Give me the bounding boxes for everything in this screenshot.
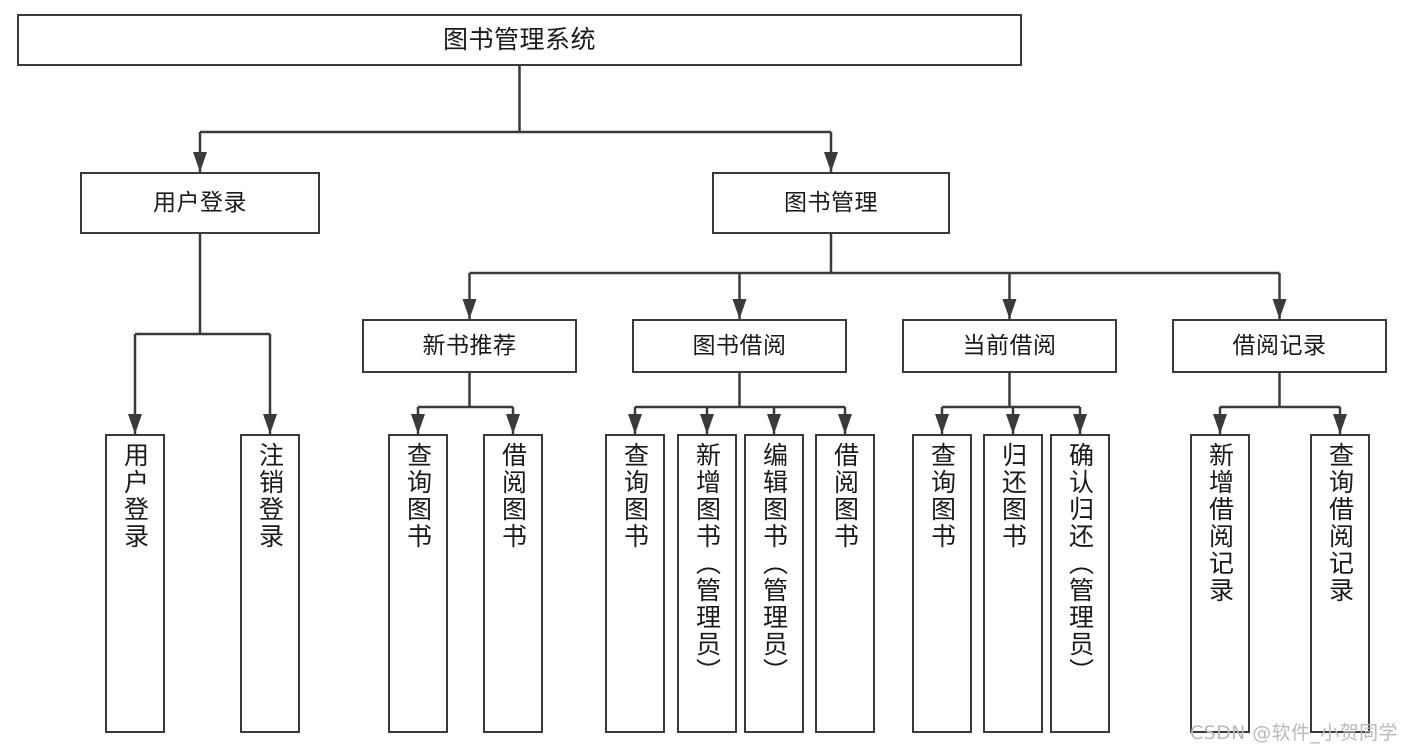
node-leaf-new-2[interactable]: 借阅图书 [483, 434, 543, 733]
arrowhead [1073, 414, 1087, 434]
node-label: 借阅记录 [1232, 332, 1327, 359]
node-label: 图书借阅 [692, 332, 787, 359]
node-leaf-new-1[interactable]: 查询图书 [388, 434, 448, 733]
node-bookmgmt[interactable]: 图书管理 [712, 172, 950, 234]
node-leaf-login-1[interactable]: 用户登录 [105, 434, 165, 733]
node-label: 用户登录 [120, 442, 150, 550]
node-leaf-borrow-4[interactable]: 借阅图书 [815, 434, 875, 733]
node-leaf-borrow-2[interactable]: 新增图书（管理员） [677, 434, 737, 733]
node-label: 用户登录 [153, 189, 247, 216]
node-label: 确认归还（管理员） [1065, 442, 1095, 685]
arrowhead [263, 414, 277, 434]
node-leaf-rec-1[interactable]: 新增借阅记录 [1190, 434, 1250, 733]
node-borrow[interactable]: 图书借阅 [632, 319, 847, 373]
node-label: 注销登录 [255, 442, 285, 550]
node-leaf-rec-2[interactable]: 查询借阅记录 [1310, 434, 1370, 733]
node-login[interactable]: 用户登录 [80, 172, 320, 234]
node-records[interactable]: 借阅记录 [1172, 319, 1387, 373]
node-leaf-borrow-1[interactable]: 查询图书 [605, 434, 665, 733]
node-label: 图书管理 [784, 189, 878, 216]
node-label: 查询图书 [927, 442, 957, 550]
node-leaf-cur-3[interactable]: 确认归还（管理员） [1050, 434, 1110, 733]
node-leaf-login-2[interactable]: 注销登录 [240, 434, 300, 733]
node-label: 新书推荐 [422, 332, 517, 359]
node-leaf-cur-2[interactable]: 归还图书 [983, 434, 1043, 733]
node-leaf-cur-1[interactable]: 查询图书 [912, 434, 972, 733]
csdn-watermark: CSDN @软件_小贺同学 [1190, 722, 1398, 744]
arrowhead [1213, 414, 1227, 434]
arrowhead [462, 299, 477, 319]
arrowhead [128, 414, 142, 434]
arrowhead [824, 152, 838, 172]
node-label: 查询借阅记录 [1325, 442, 1355, 604]
node-newbook[interactable]: 新书推荐 [362, 319, 577, 373]
node-label: 新增图书（管理员） [692, 442, 722, 685]
arrowhead [506, 414, 520, 434]
node-label: 借阅图书 [830, 442, 860, 550]
arrowhead [1002, 299, 1017, 319]
arrowhead [628, 414, 642, 434]
arrowhead [1272, 299, 1287, 319]
node-label: 查询图书 [403, 442, 433, 550]
node-label: 归还图书 [998, 442, 1028, 550]
arrowhead [193, 152, 207, 172]
arrowhead [700, 414, 714, 434]
node-label: 查询图书 [620, 442, 650, 550]
arrowhead [935, 414, 949, 434]
node-label: 编辑图书（管理员） [759, 442, 789, 685]
arrowhead [1006, 414, 1020, 434]
node-label: 借阅图书 [498, 442, 528, 550]
node-current[interactable]: 当前借阅 [902, 319, 1117, 373]
node-leaf-borrow-3[interactable]: 编辑图书（管理员） [744, 434, 804, 733]
arrowhead [1333, 414, 1347, 434]
arrowhead [838, 414, 852, 434]
arrowhead [732, 299, 747, 319]
node-label: 新增借阅记录 [1205, 442, 1235, 604]
node-root[interactable]: 图书管理系统 [17, 14, 1022, 66]
node-label: 当前借阅 [962, 332, 1057, 359]
arrowhead [767, 414, 781, 434]
node-label: 图书管理系统 [442, 24, 596, 54]
arrowhead [411, 414, 425, 434]
